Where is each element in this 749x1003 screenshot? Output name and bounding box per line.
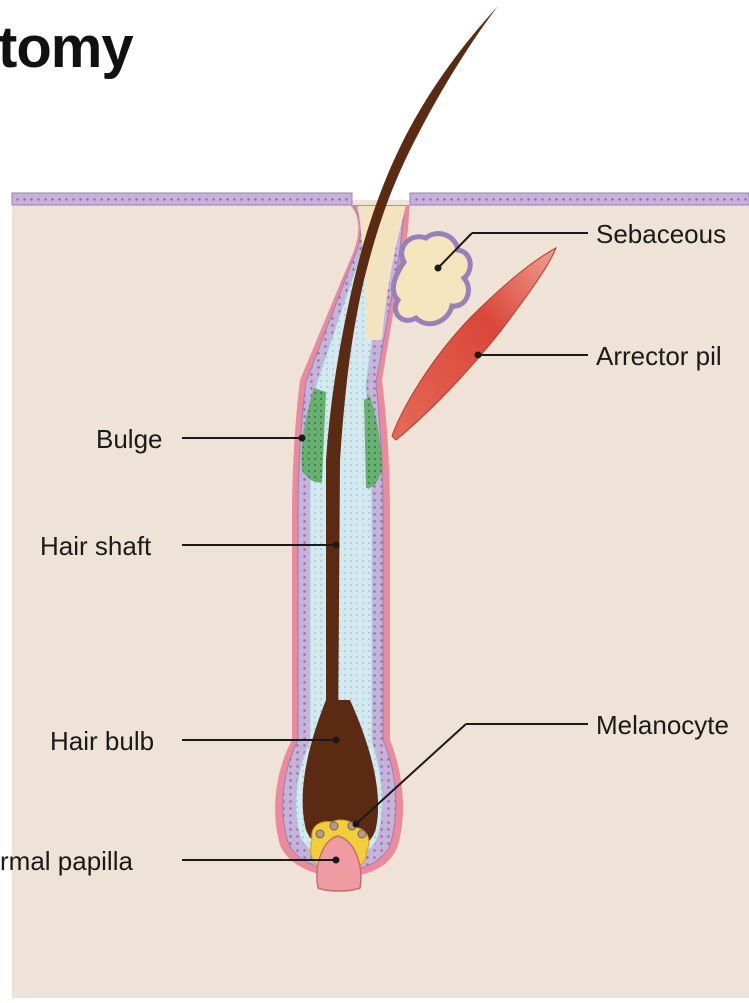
- page-title: tomy: [0, 14, 133, 81]
- label-hair-bulb: Hair bulb: [50, 726, 154, 756]
- label-bulge: Bulge: [96, 424, 163, 454]
- label-hair-shaft: Hair shaft: [40, 531, 151, 561]
- epidermis-surface: [12, 193, 352, 205]
- label-arrector-pili: Arrector pil: [596, 341, 722, 371]
- label-dermal-papilla: rmal papilla: [0, 846, 133, 876]
- epidermis-surface-right: [410, 193, 749, 205]
- label-sebaceous: Sebaceous: [596, 219, 726, 249]
- label-melanocyte: Melanocyte: [596, 710, 729, 740]
